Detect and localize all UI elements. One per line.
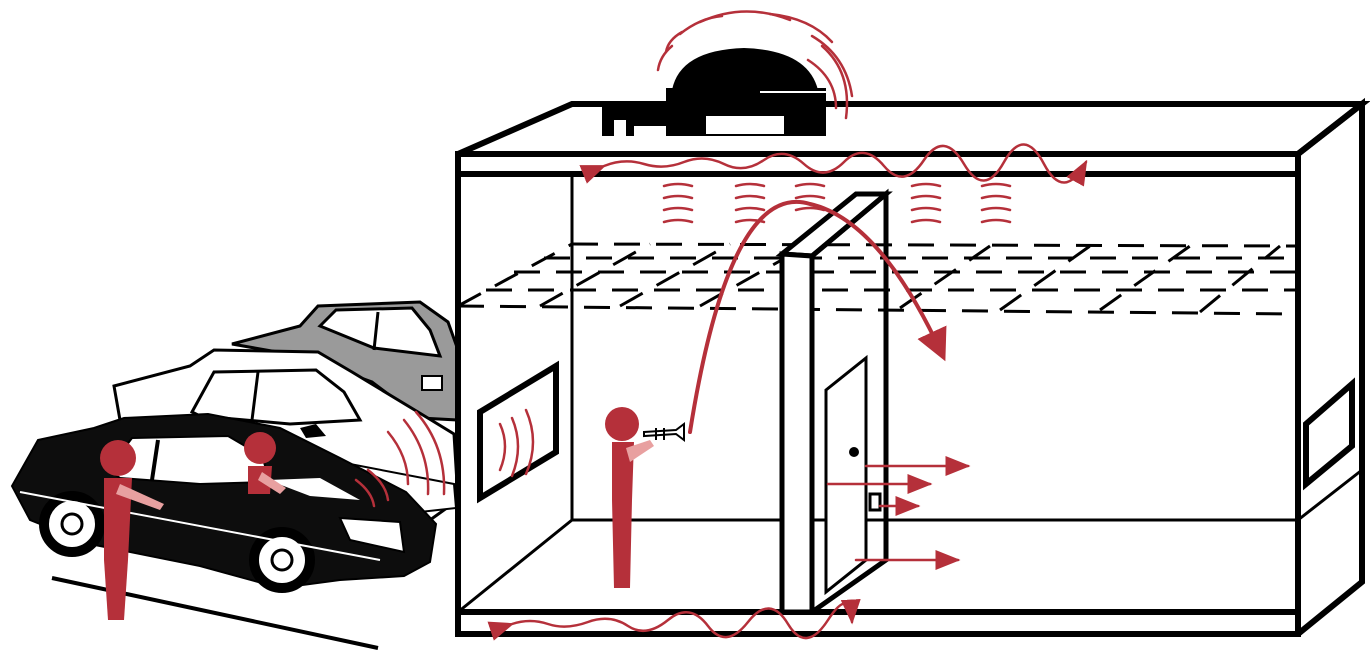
partition-wall bbox=[775, 188, 893, 615]
roof-flanking-noise bbox=[579, 143, 1088, 187]
floor-flanking-noise bbox=[487, 598, 861, 641]
person-with-trumpet bbox=[605, 407, 685, 588]
building bbox=[455, 97, 1370, 641]
person-icon-parking-2 bbox=[244, 432, 286, 494]
parking-lot bbox=[10, 300, 460, 650]
hvac-vibration-waves bbox=[656, 10, 854, 120]
door-transmission-arrows bbox=[826, 456, 971, 570]
sound-path-over-partition bbox=[688, 200, 947, 434]
person-icon-parking-1 bbox=[100, 440, 164, 620]
window-right bbox=[1303, 377, 1355, 491]
parking-line bbox=[51, 576, 379, 650]
rooftop-hvac-unit-icon bbox=[602, 10, 854, 136]
hvac-noise-waves bbox=[662, 182, 1012, 224]
suspended-ceiling bbox=[457, 242, 1299, 316]
window-left bbox=[477, 360, 559, 504]
door bbox=[824, 354, 882, 596]
car-noise-waves bbox=[354, 410, 446, 508]
door-knob bbox=[849, 447, 859, 457]
door-vent bbox=[868, 492, 882, 512]
trumpet-icon bbox=[643, 422, 685, 442]
